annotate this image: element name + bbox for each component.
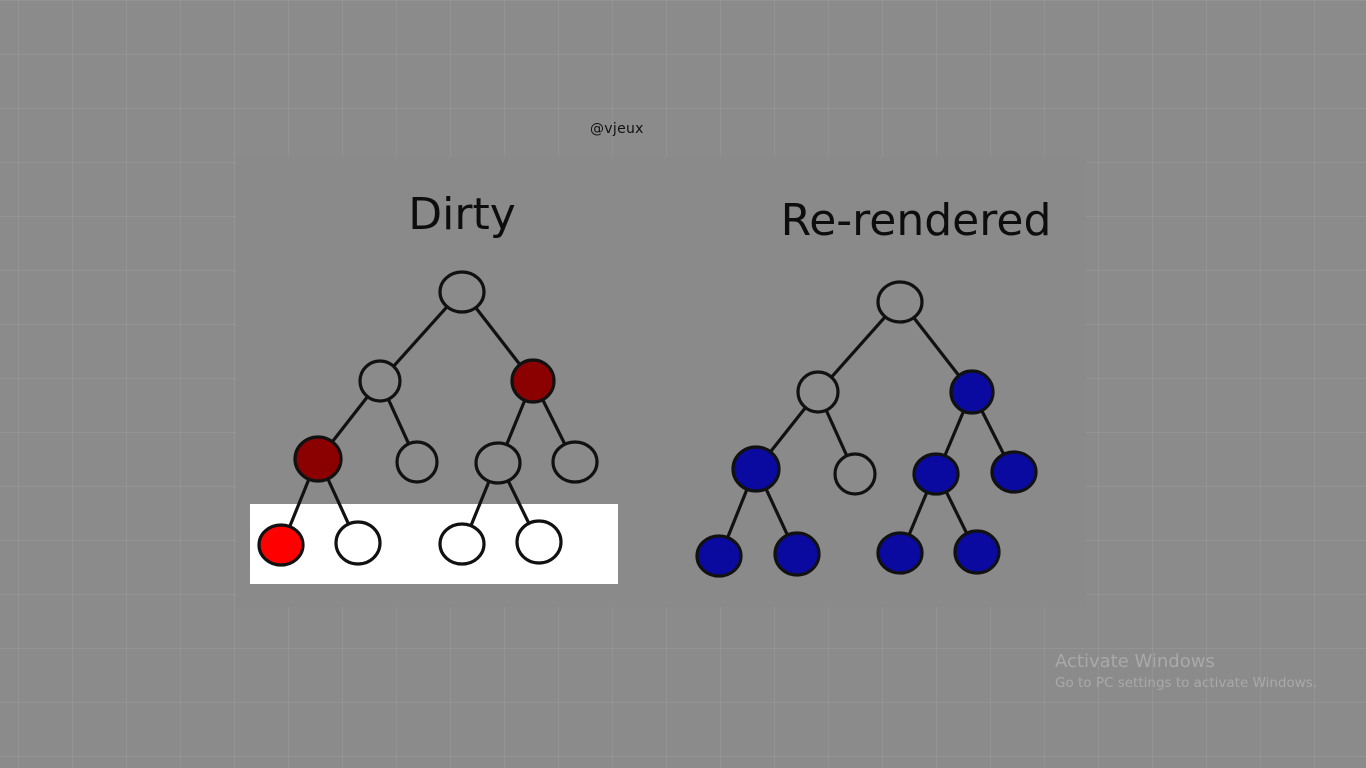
dirty-tree-edge: [505, 398, 527, 447]
dirty-tree-edge: [288, 477, 311, 529]
dirty-tree-edge: [506, 479, 531, 525]
dirty-tree-node: [474, 441, 522, 485]
rerendered-tree-node: [695, 534, 743, 578]
dirty-tree-node: [515, 519, 563, 565]
rerendered-tree-edge: [912, 316, 961, 378]
rerendered-tree-node: [796, 370, 840, 414]
rerendered-tree-edge: [824, 408, 849, 458]
rerendered-title: Re-rendered: [781, 195, 1052, 246]
watermark-subtitle: Go to PC settings to activate Windows.: [1055, 675, 1318, 691]
dirty-title: Dirty: [408, 189, 516, 240]
dirty-tree-edge: [391, 305, 449, 368]
rerendered-tree-node: [876, 531, 924, 575]
author-handle: @vjeux: [590, 121, 644, 137]
dirty-tree-node: [395, 440, 439, 484]
dirty-tree-node: [510, 358, 556, 404]
rerendered-tree-edge: [764, 487, 790, 537]
rerendered-tree-node: [833, 452, 877, 496]
rerendered-tree-edge: [944, 490, 969, 536]
rerendered-tree-edge: [726, 487, 749, 540]
rerendered-tree-node: [990, 450, 1038, 494]
rerendered-tree-node: [912, 452, 960, 496]
dirty-tree-node: [438, 522, 486, 566]
dirty-tree: [257, 270, 599, 567]
rerendered-tree-node: [773, 531, 821, 577]
rerendered-tree-node: [876, 280, 924, 324]
rerendered-tree-edge: [943, 409, 966, 458]
dirty-tree-node: [438, 270, 486, 314]
highlight-band: [250, 504, 618, 584]
rerendered-tree: [695, 280, 1038, 578]
dirty-tree-edge: [541, 398, 567, 446]
rerendered-tree-edge: [907, 490, 929, 537]
dirty-tree-edge: [474, 306, 522, 367]
dirty-tree-node: [257, 523, 305, 567]
dirty-tree-edge: [386, 397, 411, 446]
dirty-tree-edge: [326, 477, 351, 526]
rerendered-tree-node: [949, 369, 995, 415]
activation-watermark: Activate Windows Go to PC settings to ac…: [1055, 652, 1317, 692]
diagram-slide: Dirty Re-rendered: [236, 157, 1086, 607]
dirty-tree-edge: [330, 395, 370, 444]
tree-diagram: Dirty Re-rendered: [250, 189, 1052, 584]
dirty-tree-node: [358, 359, 402, 403]
rerendered-tree-edge: [768, 405, 808, 454]
rerendered-tree-node: [731, 445, 781, 493]
dirty-tree-node: [293, 435, 343, 483]
dirty-tree-node: [551, 440, 599, 484]
rerendered-tree-edge: [829, 315, 887, 379]
rerendered-tree-edge: [980, 408, 1006, 456]
watermark-title: Activate Windows: [1055, 651, 1215, 672]
dirty-tree-edge: [469, 479, 491, 528]
rerendered-tree-node: [953, 529, 1001, 575]
dirty-tree-node: [334, 520, 382, 566]
